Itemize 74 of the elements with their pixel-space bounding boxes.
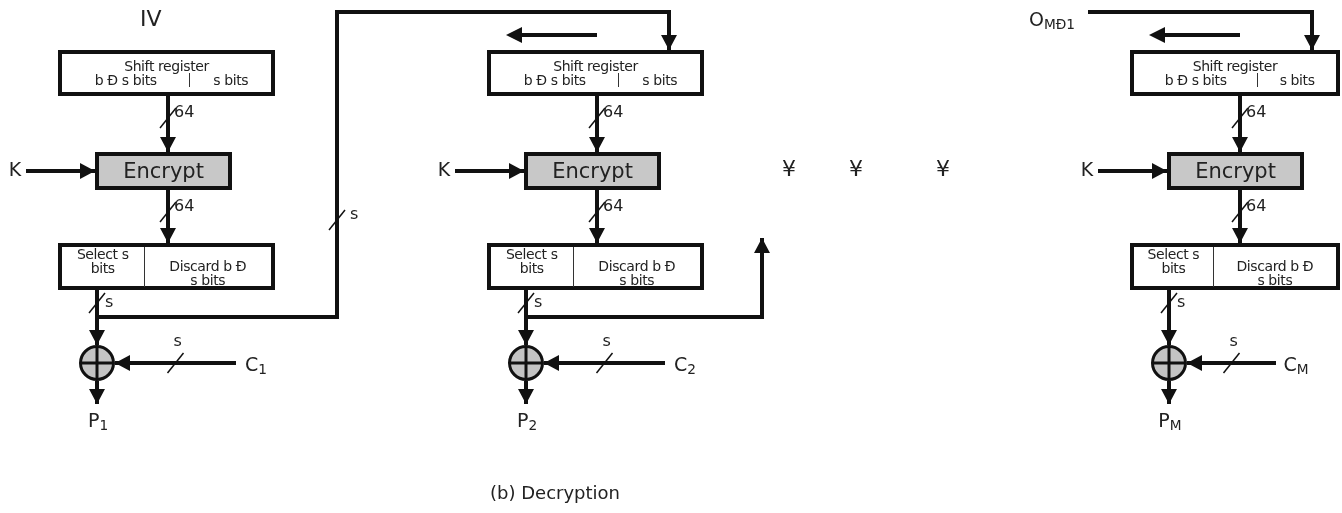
arrow <box>26 163 95 179</box>
edge-label: s <box>1177 294 1186 310</box>
ellipsis-mark: ¥ <box>936 158 950 180</box>
register-field: b Ð s bits <box>1134 73 1258 87</box>
arrow <box>455 163 524 179</box>
edge-label: s <box>350 206 359 222</box>
shift-register-box <box>58 50 275 96</box>
signal-label: O$_{MÐ1}$ <box>1016 4 1088 34</box>
arrow <box>544 355 665 371</box>
xor-circle <box>508 345 544 381</box>
register-field: b Ð s bits <box>491 73 619 87</box>
discard-field: Discard b Ð s bits <box>1234 258 1315 287</box>
select-field: Select s bits <box>504 246 559 275</box>
arrow <box>1232 190 1248 243</box>
arrow <box>524 238 770 319</box>
select-discard-box <box>58 243 275 290</box>
signal-label: P$_{M}$ <box>1154 404 1186 436</box>
ellipsis-mark: ¥ <box>849 158 863 180</box>
signal-label: K <box>4 156 26 182</box>
discard-field: Discard b Ð s bits <box>167 258 248 287</box>
register-title: Shift register <box>123 59 211 73</box>
edge-label: s <box>173 333 182 349</box>
edge-label: s <box>1229 333 1238 349</box>
register-field: s bits <box>189 73 271 87</box>
signal-label: K <box>1076 156 1098 182</box>
arrow <box>89 381 105 404</box>
edge-label: s <box>105 294 114 310</box>
signal-label: IV <box>140 8 162 30</box>
select-discard-box <box>1130 243 1340 290</box>
arrow <box>1098 163 1167 179</box>
caption: (b) Decryption <box>490 482 620 503</box>
select-discard-box <box>487 243 704 290</box>
edge-label: 64 <box>603 198 624 214</box>
discard-field: Discard b Ð s bits <box>596 258 677 287</box>
signal-label: P$_{1}$ <box>82 404 114 436</box>
arrow <box>589 190 605 243</box>
arrow <box>115 355 236 371</box>
edge-label: 64 <box>174 198 195 214</box>
arrow <box>1161 290 1177 345</box>
arrow <box>518 381 534 404</box>
encrypt-box: Encrypt <box>95 152 232 190</box>
edge-label: s <box>602 333 611 349</box>
shift-register-box <box>487 50 704 96</box>
arrow <box>589 96 605 152</box>
register-field: b Ð s bits <box>62 73 190 87</box>
edge-label: 64 <box>174 104 195 120</box>
signal-label: K <box>433 156 455 182</box>
register-title: Shift register <box>1191 59 1279 73</box>
select-field: Select s bits <box>75 246 130 275</box>
encrypt-box: Encrypt <box>1167 152 1304 190</box>
encrypt-box: Encrypt <box>524 152 661 190</box>
arrow <box>1088 10 1320 50</box>
xor-circle <box>79 345 115 381</box>
edge-label: 64 <box>1246 198 1267 214</box>
arrow <box>160 190 176 243</box>
ellipsis-mark: ¥ <box>782 158 796 180</box>
arrow <box>95 10 677 319</box>
register-field: s bits <box>1257 73 1336 87</box>
edge-label: s <box>534 294 543 310</box>
register-field: s bits <box>618 73 700 87</box>
select-field: Select s bits <box>1146 246 1201 275</box>
signal-label: C$_{1}$ <box>236 349 276 379</box>
arrow <box>1161 381 1177 404</box>
register-title: Shift register <box>552 59 640 73</box>
arrow <box>1187 355 1276 371</box>
xor-circle <box>1151 345 1187 381</box>
arrow <box>160 96 176 152</box>
edge-label: 64 <box>603 104 624 120</box>
shift-register-box <box>1130 50 1340 96</box>
signal-label: C$_{M}$ <box>1276 349 1316 379</box>
signal-label: P$_{2}$ <box>511 404 543 436</box>
signal-label: C$_{2}$ <box>665 349 705 379</box>
edge-label: 64 <box>1246 104 1267 120</box>
arrow <box>1232 96 1248 152</box>
